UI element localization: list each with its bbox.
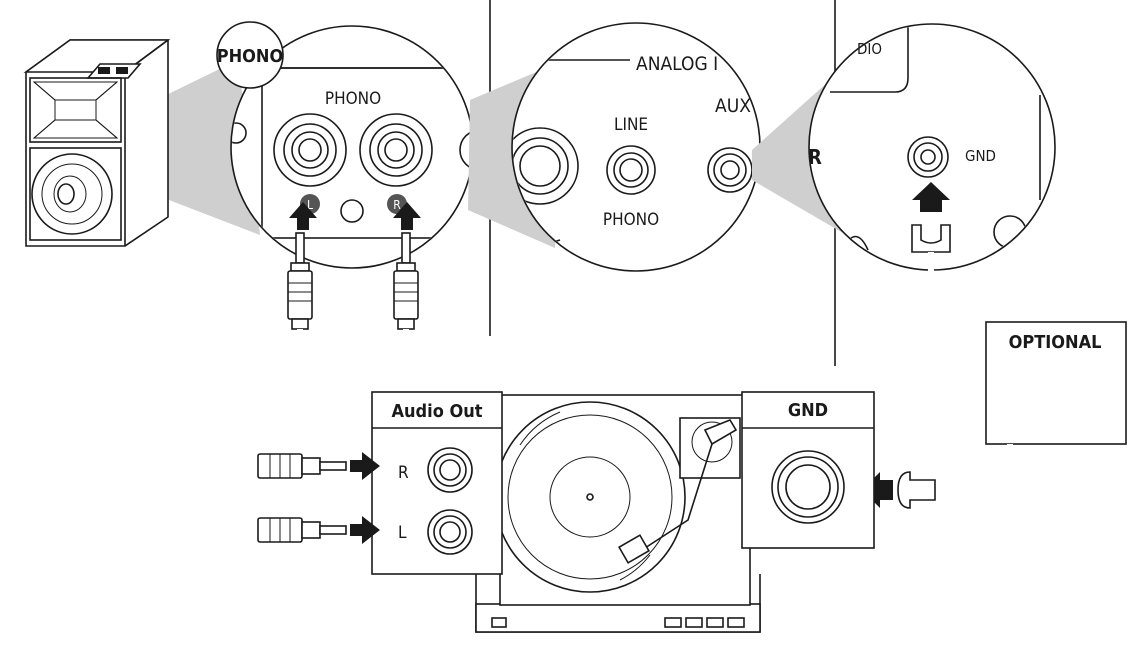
- arrow-left-icon: [862, 472, 893, 508]
- phono-r-jack: [359, 113, 433, 187]
- line-label: LINE: [614, 115, 648, 135]
- out-l-label: L: [398, 523, 407, 543]
- spade-connector: [911, 224, 951, 253]
- out-r-jack: [427, 447, 473, 493]
- gnd-panel: GND: [741, 391, 875, 549]
- arrow-up-icon: [393, 202, 421, 230]
- spade-connector-bottom: [897, 471, 936, 509]
- phono-header-label: PHONO: [325, 89, 381, 109]
- out-r-label: R: [398, 463, 409, 483]
- gnd-zoom-label: GND: [965, 147, 996, 165]
- gnd-zoom-circle: [808, 23, 1056, 271]
- audio-partial-label: DIO: [857, 40, 882, 58]
- headshell: [618, 534, 650, 564]
- arrow-up-icon: [912, 182, 950, 212]
- arrow-right-icon: [350, 452, 380, 480]
- analog-in-label: ANALOG I: [636, 53, 718, 75]
- gnd-terminal: [907, 136, 949, 178]
- audio-out-label: Audio Out: [391, 401, 482, 422]
- turntable-illustration: [475, 394, 761, 633]
- platter: [494, 401, 686, 593]
- phono-input-label: PHONO: [603, 210, 659, 230]
- line-jack: [606, 145, 656, 195]
- r-partial-label: R: [808, 145, 822, 169]
- gnd-post: [771, 450, 845, 524]
- rca-cables-top: [172, 232, 419, 533]
- woofer: [31, 153, 113, 235]
- arrow-up-icon: [289, 202, 317, 230]
- optional-box: [985, 321, 1127, 445]
- jack-r-label: R: [393, 198, 401, 212]
- aux-label: AUX: [715, 95, 751, 117]
- arrow-right-icon: [350, 516, 380, 544]
- out-l-jack: [427, 509, 473, 555]
- analog-zoom: ANALOG I LINE AUX PHONO: [468, 22, 761, 272]
- phono-zoom: L R PHONO PHONO: [230, 25, 474, 269]
- gnd-zoom: DIO R GND: [752, 23, 1056, 271]
- optional-label: OPTIONAL: [1009, 332, 1102, 353]
- rca-plugs-bottom: [257, 452, 380, 544]
- phono-badge-label: PHONO: [217, 46, 284, 67]
- speaker-illustration: [23, 39, 260, 247]
- jack-l-label: L: [307, 198, 313, 212]
- ground-wire: OPTIONAL: [862, 224, 1127, 509]
- magnifier-cone-1: [156, 60, 260, 235]
- gnd-box-label: GND: [788, 400, 828, 421]
- audio-out-panel: Audio Out R L: [371, 391, 503, 575]
- phono-badge: PHONO: [216, 21, 284, 89]
- phono-l-jack: [273, 113, 347, 187]
